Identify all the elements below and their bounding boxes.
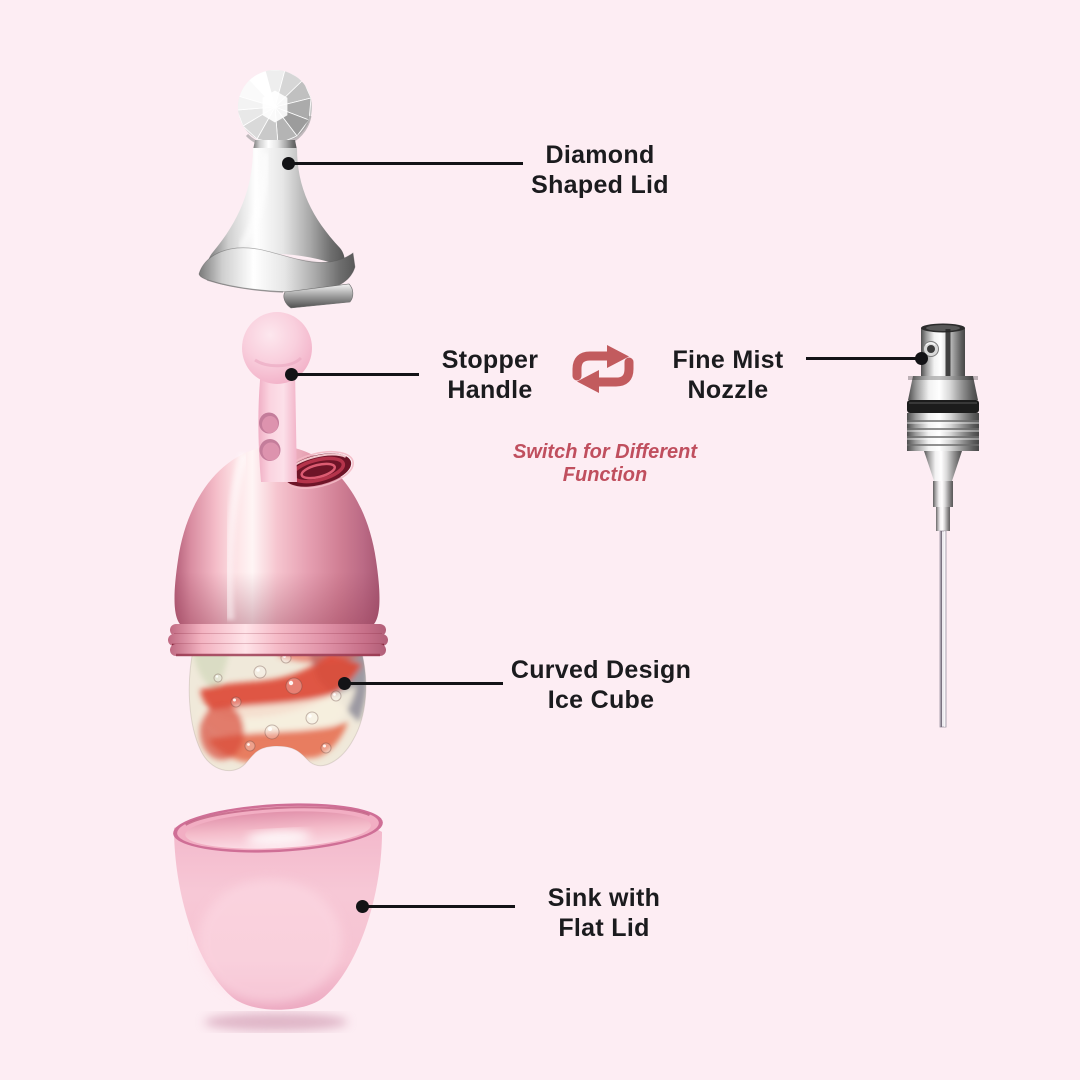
diamond-lid-graphic [198,70,356,309]
water-droplets [213,652,342,754]
lid-skirt [198,247,356,309]
label-line: Curved Design [510,656,692,684]
label-line: Stopper [441,346,539,374]
callout-dot [285,368,298,381]
stopper-ball [242,312,312,384]
label-line: Nozzle [687,376,769,404]
label-line: Diamond [545,141,655,169]
label-diamond-lid: Diamond Shaped Lid [531,140,669,200]
crystal-ball [238,70,312,148]
callout-dot [356,900,369,913]
nozzle-stem [924,451,962,531]
sink-cup-graphic [173,803,383,1031]
thread-rings [168,624,388,657]
callout-line-fine-mist-nozzle [806,352,928,365]
callout-dot [282,157,295,170]
callout-line-ice-cube [338,677,503,690]
callout-dot [915,352,928,365]
caption-line: Switch for Different [512,441,698,463]
label-sink: Sink with Flat Lid [548,883,660,943]
dip-tube [939,530,947,728]
label-stopper-handle: Stopper Handle [442,345,539,405]
callout-line-sink [356,900,515,913]
cup-shadow [204,1013,348,1031]
callout-line-stopper-handle [285,368,419,381]
label-line: Shaped Lid [531,171,669,199]
caption-switch-function: Switch for Different Function [513,441,697,487]
cup-body [174,814,382,1010]
caption-line: Function [562,464,648,486]
strawberry-ice-cube [188,645,367,772]
callout-dot [338,677,351,690]
nozzle-collar [907,376,979,451]
metallic-egg-dome [174,446,380,626]
label-line: Flat Lid [558,914,650,942]
egg-body-and-ice-cube-graphic [168,446,388,772]
label-line: Fine Mist [672,346,784,374]
mist-nozzle-graphic [907,323,979,728]
cup-rim [173,803,383,853]
label-line: Ice Cube [547,686,655,714]
label-line: Sink with [547,884,661,912]
label-ice-cube: Curved Design Ice Cube [511,655,691,715]
nozzle-head [921,323,965,376]
label-fine-mist-nozzle: Fine Mist Nozzle [672,345,783,405]
callout-line-diamond-lid [282,157,523,170]
lid-bell-body [207,140,345,269]
label-line: Handle [447,376,533,404]
stopper-handle-graphic [242,312,312,482]
swap-arrows-icon [572,345,634,393]
